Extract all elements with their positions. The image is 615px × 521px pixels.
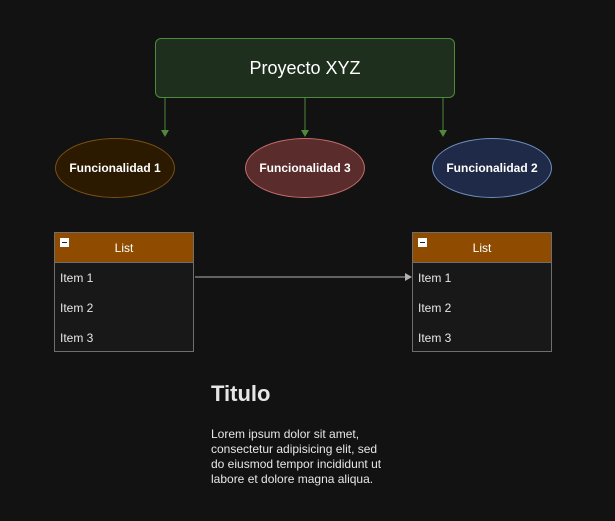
list-header[interactable]: List <box>55 233 193 263</box>
list-header-label: List <box>114 240 134 255</box>
list-header[interactable]: List <box>413 233 551 263</box>
collapse-icon[interactable] <box>418 238 427 247</box>
list-item[interactable]: Item 3 <box>418 331 452 345</box>
root-node-proyecto[interactable]: Proyecto XYZ <box>155 38 455 98</box>
feature-node-funcionalidad-1[interactable]: Funcionalidad 1 <box>55 138 175 198</box>
text-block-body[interactable]: Lorem ipsum dolor sit amet, consectetur … <box>211 427 382 486</box>
collapse-icon[interactable] <box>60 238 69 247</box>
list-item[interactable]: Item 2 <box>60 301 94 315</box>
list-container-right[interactable]: List Item 1 Item 2 Item 3 <box>412 232 552 352</box>
feature-node-funcionalidad-3[interactable]: Funcionalidad 3 <box>245 138 365 198</box>
list-container-left[interactable]: List Item 1 Item 2 Item 3 <box>54 232 194 352</box>
list-header-label: List <box>472 240 492 255</box>
text-block-title[interactable]: Titulo <box>211 381 271 406</box>
list-item[interactable]: Item 3 <box>60 331 94 345</box>
list-item[interactable]: Item 1 <box>418 271 452 285</box>
feature-node-funcionalidad-2[interactable]: Funcionalidad 2 <box>432 138 552 198</box>
list-item[interactable]: Item 1 <box>60 271 94 285</box>
list-item[interactable]: Item 2 <box>418 301 452 315</box>
